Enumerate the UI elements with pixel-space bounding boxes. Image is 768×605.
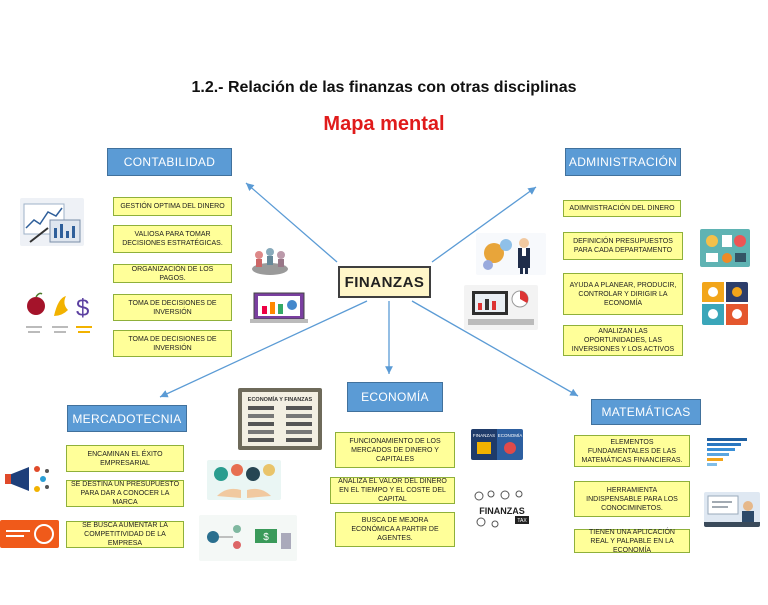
economia-finanzas-board-image: ECONOMÍA Y FINANZAS [238, 388, 322, 450]
finanzas-vs-economia-image: FINANZAS ECONOMÍA [471, 429, 523, 460]
tax-label-text: TAX [517, 518, 527, 524]
contabilidad-item-1: GESTIÓN OPTIMA DEL DINERO [113, 197, 232, 216]
arrow-contabilidad [245, 182, 338, 263]
businessman-presentation-image [476, 233, 546, 275]
matematicas-item-2: HERRAMIENTA INDISPENSABLE PARA LOS CONOC… [574, 481, 690, 517]
finanzas-tax-title-text: FINANZAS [479, 506, 525, 516]
category-matematicas: MATEMÁTICAS [591, 399, 701, 425]
arrow-mercadotecnia [159, 300, 368, 398]
math-bar-chart-icon [707, 436, 757, 468]
matematicas-item-3: TIENEN UNA APLICACIÓN REAL Y PALPABLE EN… [574, 529, 690, 554]
money-network-image: $ [199, 515, 297, 561]
category-administracion: ADMINISTRACIÓN [565, 148, 681, 176]
board-title-text: ECONOMÍA Y FINANZAS [248, 395, 313, 403]
economia-item-3: BUSCA DE MEJORA ECONÓMICA A PARTIR DE AG… [335, 512, 455, 547]
finanzas-label-text: FINANZAS [473, 433, 495, 438]
mercadotecnia-item-3: SE BUSCA AUMENTAR LA COMPETITIVIDAD DE L… [66, 521, 184, 548]
economia-label-text: ECONOMÍA [498, 432, 523, 438]
svg-text:$: $ [263, 532, 269, 543]
administracion-item-1: ADIMNISTRACIÓN DEL DINERO [563, 200, 681, 217]
mercadotecnia-item-2: SE DESTINA UN PRESUPUESTO PARA DAR A CON… [66, 480, 184, 507]
contabilidad-item-5: TOMA DE DECISIONES DE INVERSIÓN [113, 330, 232, 357]
math-classroom-image [704, 492, 760, 527]
marketing-banner-image [0, 520, 59, 548]
mercadotecnia-item-1: ENCAMINAN EL ÉXITO EMPRESARIAL [66, 445, 184, 472]
team-meeting-icon [249, 243, 291, 277]
category-contabilidad: CONTABILIDAD [107, 148, 232, 176]
svg-text:$: $ [76, 295, 89, 322]
office-desk-image [464, 285, 538, 330]
apple-hand-dollar-icons: $ [24, 290, 100, 342]
matematicas-item-1: ELEMENTOS FUNDAMENTALES DE LAS MATEMÁTIC… [574, 435, 690, 467]
contabilidad-item-2: VALIOSA PARA TOMAR DECISIONES ESTRATÉGIC… [113, 225, 232, 253]
administracion-item-4: ANALIZAN LAS OPORTUNIDADES, LAS INVERSIO… [563, 325, 683, 356]
economia-item-1: FUNCIONAMIENTO DE LOS MERCADOS DE DINERO… [335, 432, 455, 468]
page-title: 1.2.- Relación de las finanzas con otras… [191, 79, 577, 96]
marketing-hands-image [207, 460, 281, 500]
administracion-item-2: DEFINICIÓN PRESUPUESTOS PARA CADA DEPART… [563, 232, 683, 260]
finance-apps-icon [700, 229, 750, 267]
contabilidad-item-3: ORGANIZACIÓN DE LOS PAGOS. [113, 264, 232, 283]
arrow-administracion [431, 186, 537, 263]
category-mercadotecnia: MERCADOTECNIA [67, 405, 187, 432]
category-economia: ECONOMÍA [347, 382, 443, 412]
business-tiles-icon [702, 282, 748, 325]
accounting-photo-image [20, 198, 84, 246]
page-subtitle: Mapa mental [323, 113, 445, 135]
administracion-item-3: AYUDA A PLANEAR, PRODUCIR, CONTROLAR Y D… [563, 273, 683, 315]
center-node-finanzas: FINANZAS [338, 266, 431, 298]
laptop-chart-icon [250, 291, 308, 324]
finanzas-tax-icons: FINANZAS TAX [471, 488, 533, 530]
megaphone-icon [3, 461, 51, 497]
economia-item-2: ANALIZA EL VALOR DEL DINERO EN EL TIEMPO… [330, 477, 455, 504]
contabilidad-item-4: TOMA DE DECISIONES DE INVERSIÓN [113, 294, 232, 321]
arrow-matematicas [411, 300, 579, 397]
